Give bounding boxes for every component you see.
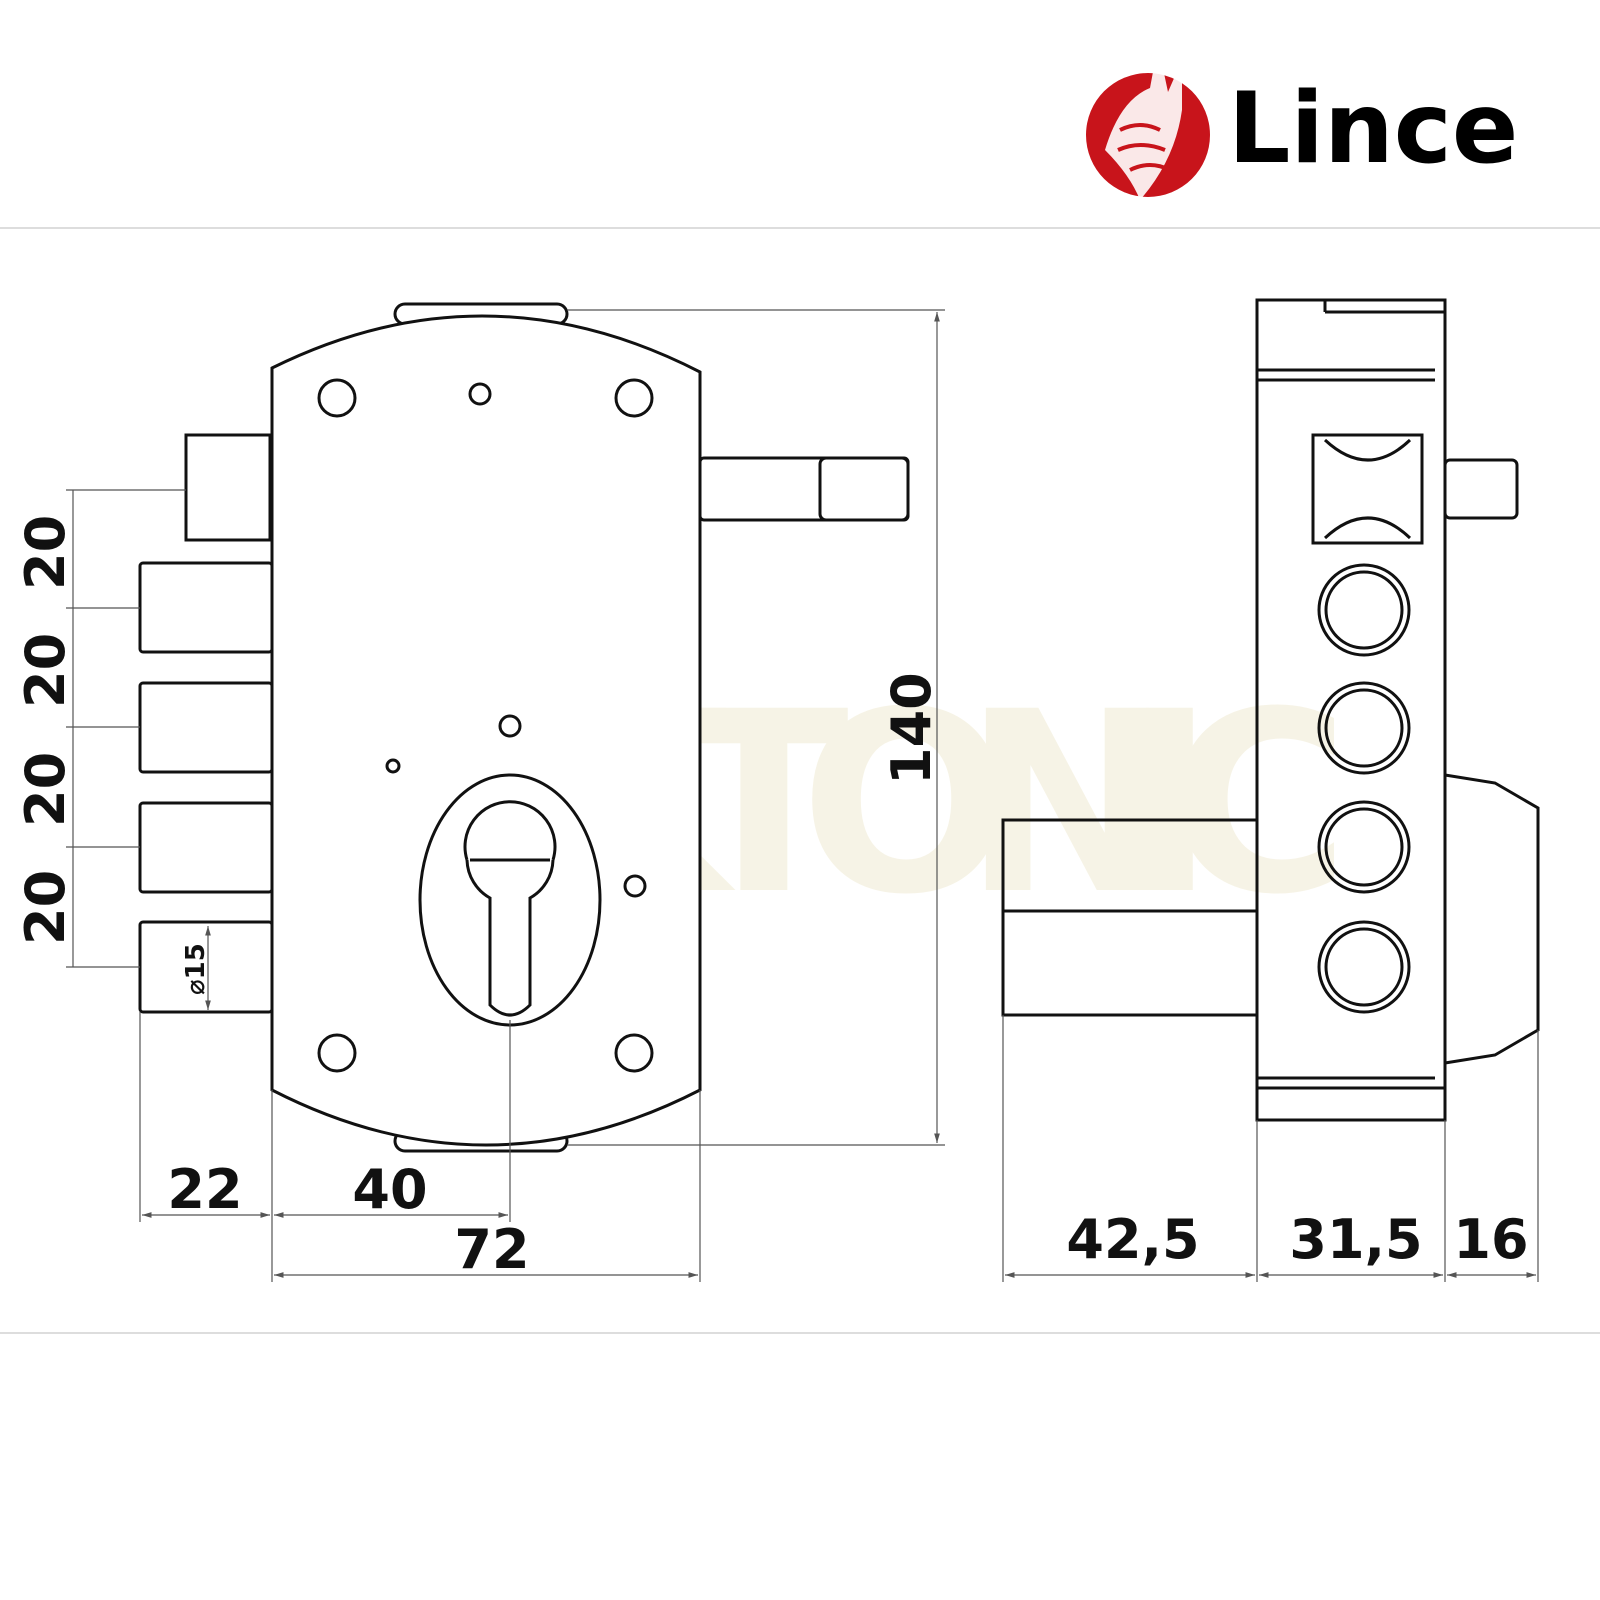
height-label: 140 — [880, 672, 943, 785]
cylinder-length-label: 42,5 — [1066, 1208, 1199, 1271]
body-depth-label: 31,5 — [1289, 1208, 1422, 1271]
bolt-spacing-label: 20 — [14, 752, 77, 827]
pin-hole — [385, 758, 401, 774]
bolt-end — [1317, 681, 1411, 775]
screw-hole — [317, 1033, 357, 1073]
bolt-spacing-label: 20 — [14, 870, 77, 945]
lince-logo: Lince — [1086, 45, 1518, 200]
square-bolt — [184, 433, 272, 542]
brand-name: Lince — [1228, 72, 1518, 186]
screw-hole — [317, 378, 357, 418]
front-view: ⌀15 20 20 20 20 140 22 40 72 — [14, 302, 945, 1282]
bolt-spacing-label: 20 — [14, 633, 77, 708]
pin-hole — [623, 874, 647, 898]
lock-body-side — [1255, 298, 1447, 1122]
side-view: 42,5 31,5 16 — [1001, 298, 1540, 1282]
screw-hole — [614, 378, 654, 418]
bolt-end — [1317, 920, 1411, 1014]
euro-cylinder — [463, 800, 557, 1017]
pin-hole — [498, 714, 522, 738]
rear-housing — [1444, 773, 1540, 1065]
deadbolt — [138, 801, 274, 894]
pin-hole — [468, 382, 492, 406]
latch-tip — [818, 456, 910, 522]
latch-bolt — [698, 456, 910, 522]
square-bolt-side — [1311, 433, 1424, 545]
bolt-ends — [1317, 563, 1411, 1014]
bolt-diameter-label: ⌀15 — [181, 943, 211, 995]
width-label: 72 — [454, 1218, 529, 1281]
backset-label: 40 — [352, 1158, 427, 1221]
bolt-spacing-label: 20 — [14, 515, 77, 590]
latch-side — [1443, 458, 1519, 520]
cylinder-side — [1001, 818, 1259, 1017]
bolt-end — [1317, 800, 1411, 894]
deadbolt — [138, 681, 274, 774]
deadbolt — [138, 561, 274, 654]
bolt-depth-label: 16 — [1453, 1208, 1528, 1271]
bolt-end — [1317, 563, 1411, 657]
screw-hole — [614, 1033, 654, 1073]
bolt-projection-label: 22 — [167, 1158, 242, 1221]
